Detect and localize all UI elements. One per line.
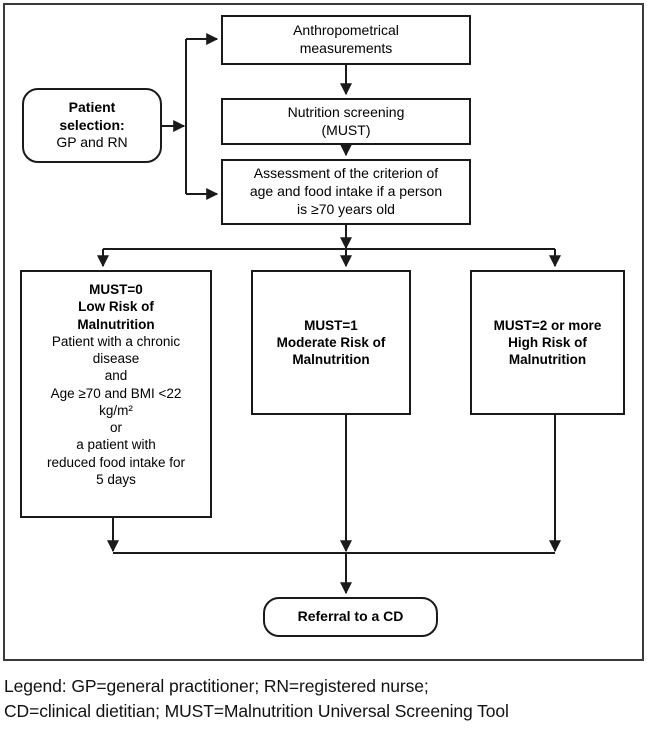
text-line: Patient with a chronic — [51, 333, 181, 349]
text-line: GP and RN — [56, 134, 128, 151]
text-line: and — [104, 368, 128, 384]
node-assessment-criterion[interactable]: Assessment of the criterion of age and f… — [221, 159, 471, 225]
text-line: Anthropometrical — [293, 22, 399, 39]
text-line: MUST=2 or more — [493, 317, 602, 333]
text-line: Malnutrition — [77, 316, 155, 332]
text-line: Referral to a CD — [297, 608, 404, 625]
text-line: disease — [92, 351, 140, 367]
node-patient-selection-text: Patient selection: GP and RN — [24, 99, 160, 153]
legend-line-2: CD=clinical dietitian; MUST=Malnutrition… — [4, 700, 509, 721]
text-line: measurements — [299, 40, 393, 56]
text-line: Moderate Risk of — [276, 334, 386, 350]
node-must-2-high-risk[interactable]: MUST=2 or more High Risk of Malnutrition — [470, 270, 625, 415]
node-referral-to-cd[interactable]: Referral to a CD — [263, 597, 438, 637]
text-line: Low Risk of — [78, 299, 154, 315]
node-must-1-text: MUST=1 Moderate Risk of Malnutrition — [253, 317, 409, 369]
text-line: Patient — [68, 98, 116, 115]
text-line: age and food intake if a person — [249, 183, 443, 200]
node-must-1-moderate-risk[interactable]: MUST=1 Moderate Risk of Malnutrition — [251, 270, 411, 415]
text-line: 5 days — [96, 471, 136, 487]
node-nutrition-screening-text: Nutrition screening (MUST) — [223, 104, 469, 140]
node-nutrition-screening[interactable]: Nutrition screening (MUST) — [221, 98, 471, 145]
text-line: Age ≥70 and BMI <22 — [50, 385, 182, 401]
text-line: or — [109, 420, 122, 436]
node-must-0-text: MUST=0 Low Risk of Malnutrition Patient … — [22, 272, 210, 488]
text-line: MUST=0 — [89, 282, 143, 297]
text-line: kg/m² — [99, 402, 133, 418]
node-must-2-text: MUST=2 or more High Risk of Malnutrition — [472, 317, 623, 369]
text-line: Nutrition screening — [287, 103, 405, 120]
text-line: MUST=1 — [304, 317, 358, 333]
text-line: (MUST) — [321, 121, 371, 138]
text-line: Assessment of the criterion of — [253, 165, 439, 182]
text-line: is ≥70 years old — [297, 200, 395, 217]
node-referral-text: Referral to a CD — [265, 608, 436, 626]
text-line: reduced food intake for — [46, 454, 186, 470]
node-must-0-low-risk[interactable]: MUST=0 Low Risk of Malnutrition Patient … — [20, 270, 212, 518]
legend: Legend: GP=general practitioner; RN=regi… — [4, 674, 647, 724]
text-line: Malnutrition — [292, 352, 370, 368]
node-anthropometrical-measurements[interactable]: Anthropometrical measurements — [221, 15, 471, 65]
node-anthropometrical-text: Anthropometrical measurements — [223, 22, 469, 58]
text-line: Malnutrition — [508, 352, 587, 368]
node-patient-selection[interactable]: Patient selection: GP and RN — [22, 88, 162, 163]
legend-line-1: Legend: GP=general practitioner; RN=regi… — [4, 676, 429, 696]
text-line: High Risk of — [508, 334, 587, 350]
text-line: selection: — [59, 116, 125, 133]
node-assessment-text: Assessment of the criterion of age and f… — [223, 165, 469, 219]
text-line: a patient with — [76, 437, 156, 453]
